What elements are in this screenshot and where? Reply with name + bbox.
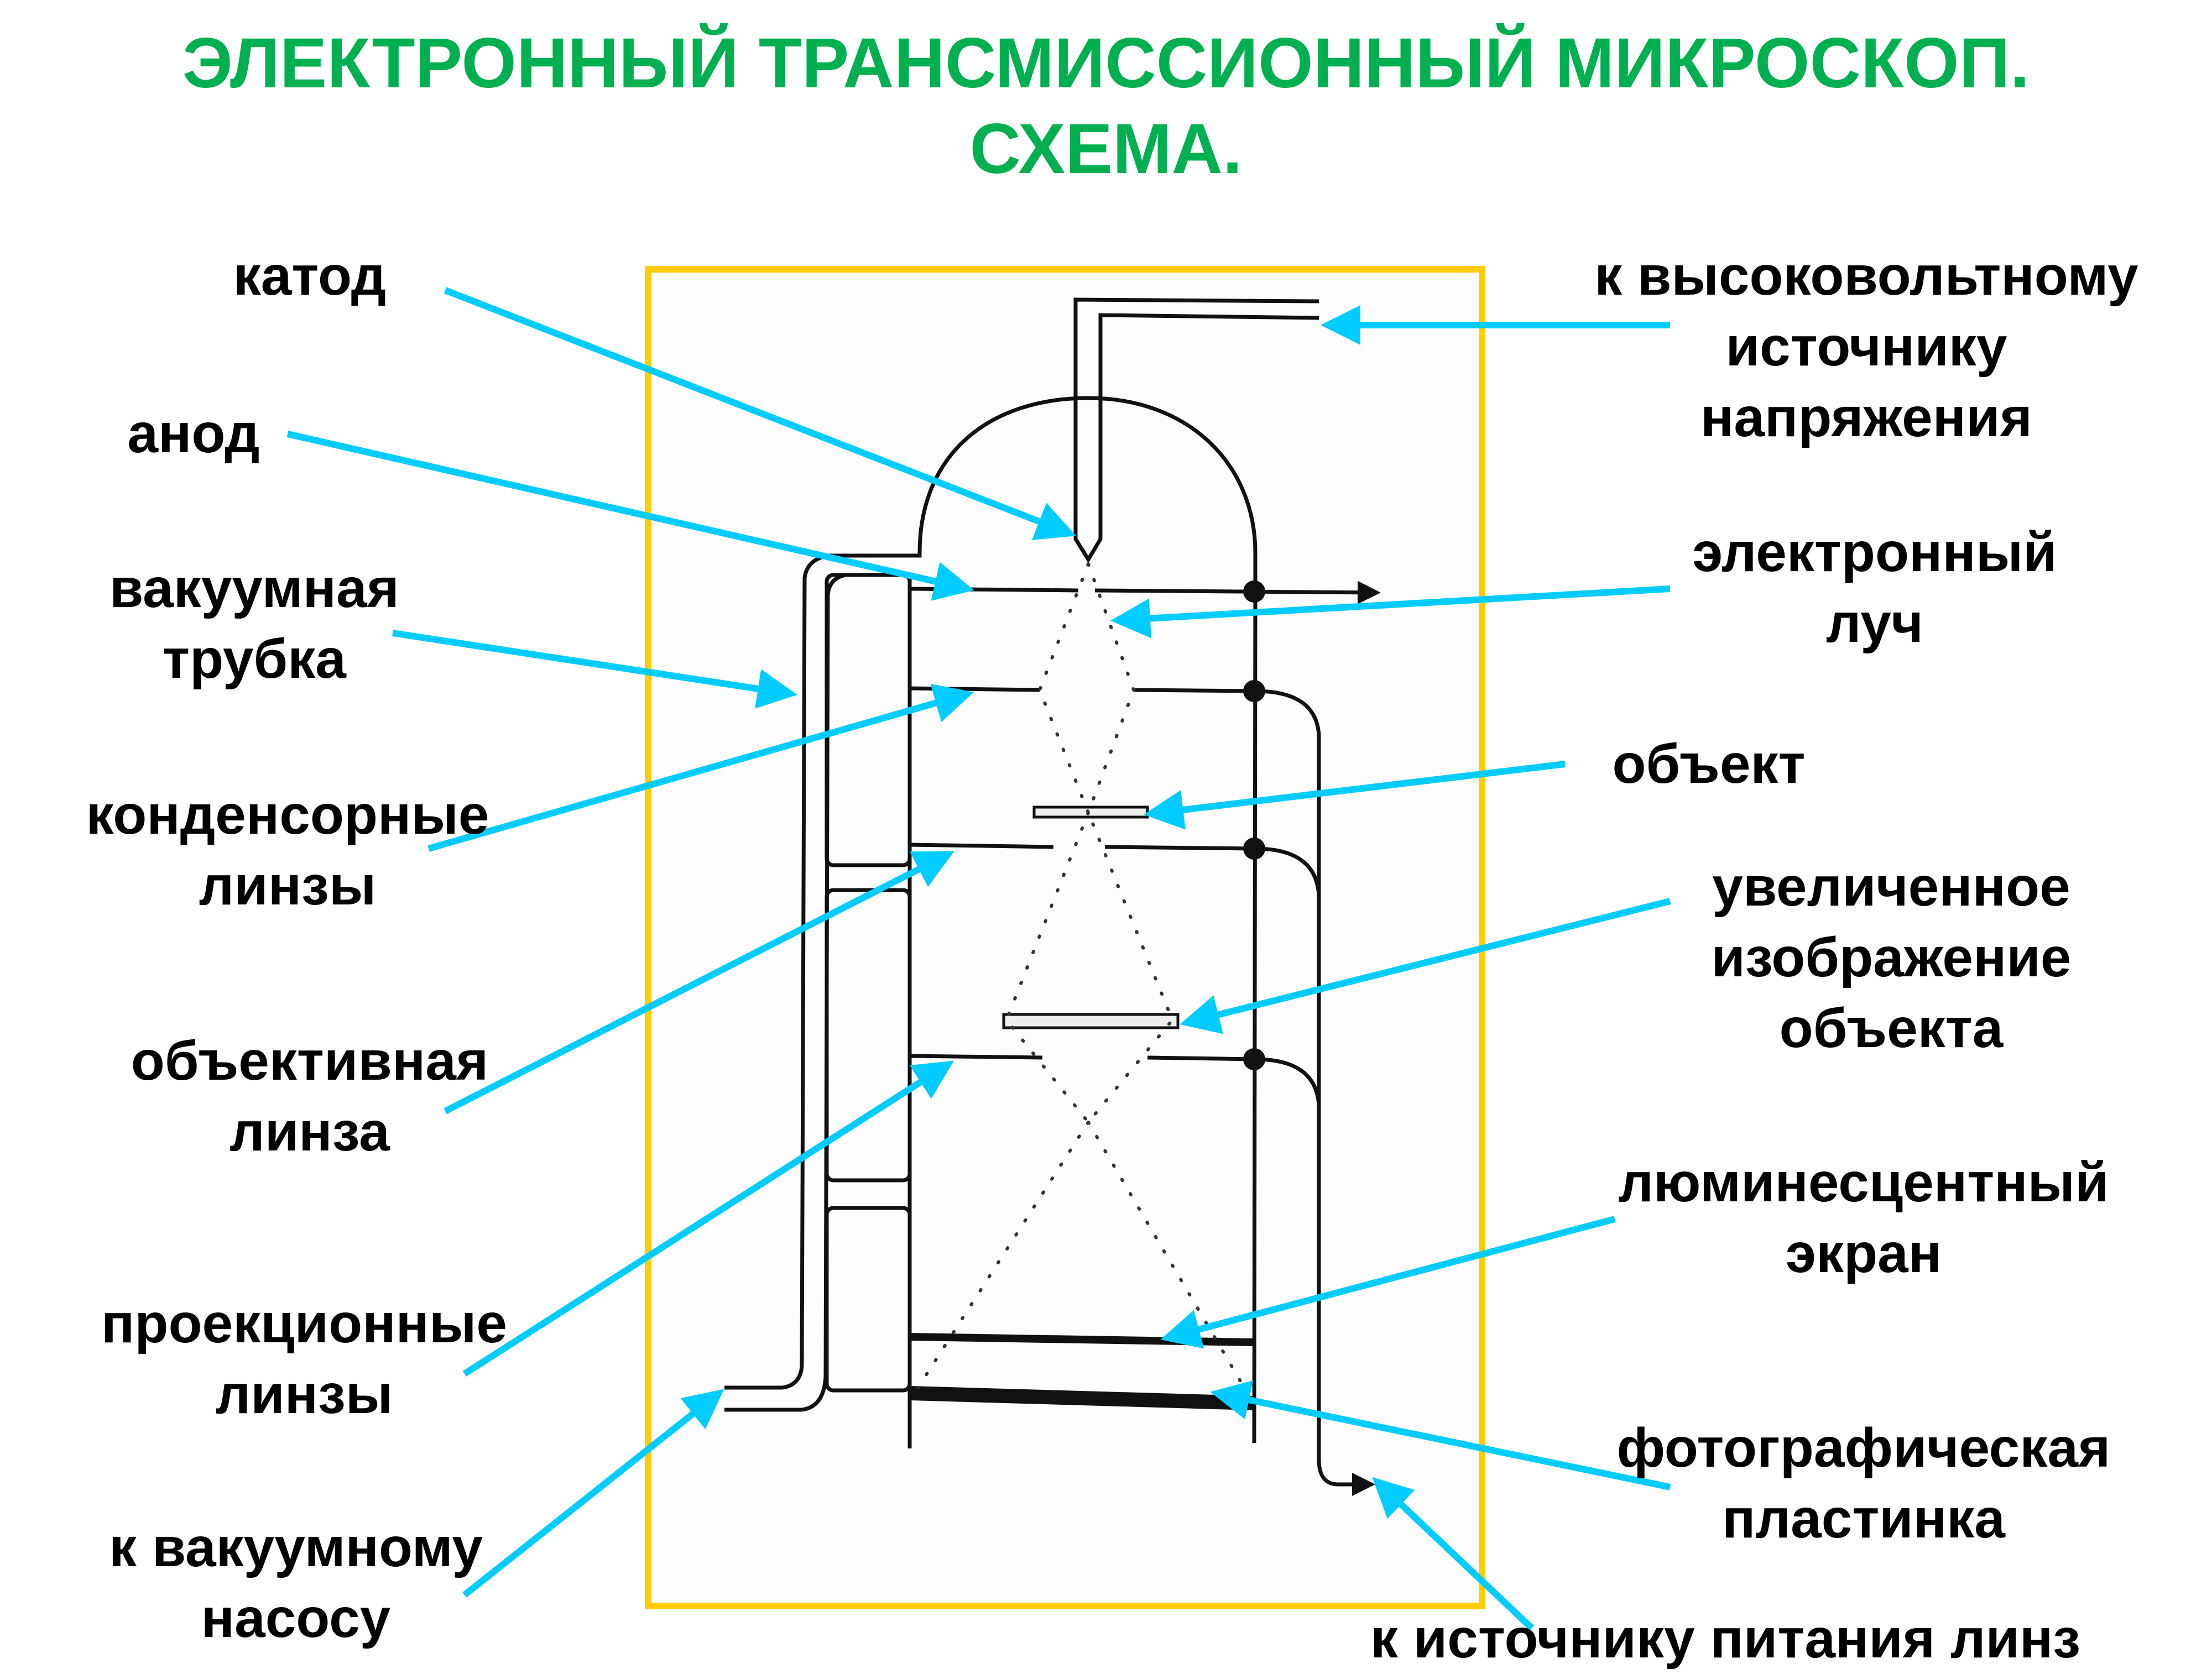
condenser-lens-right: [1133, 688, 1256, 693]
anode-plate-left: [909, 587, 1079, 593]
cathode-lead-inner: [1098, 313, 1319, 520]
label-line: насосу: [201, 1587, 391, 1649]
label-line: к высоковольтному: [1594, 245, 2138, 307]
label-projection-lenses: проекционные линзы: [66, 1288, 542, 1430]
label-objective-lens: объективная линза: [94, 1026, 525, 1167]
label-line: экран: [1785, 1222, 1942, 1284]
junction-dot: [1243, 580, 1265, 603]
side-box-1: [825, 573, 912, 867]
junction-dot: [1243, 1048, 1265, 1070]
label-line: трубка: [163, 628, 346, 690]
vacuum-dome: [917, 396, 1258, 589]
label-line: объект: [1612, 733, 1806, 795]
luminescent-screen-line: [909, 1333, 1255, 1346]
arrow-object: [1144, 761, 1566, 830]
label-line: проекционные: [101, 1293, 508, 1354]
label-line: источнику: [1725, 316, 2007, 378]
label-line: люминесцентный: [1618, 1152, 2109, 1213]
label-to-high-voltage-source: к высоковольтному источнику напряжения: [1548, 240, 2184, 453]
arrow-vacuum-pump: [462, 1389, 724, 1598]
lens-power-wire-3: [1255, 1057, 1321, 1106]
label-line: катод: [233, 245, 387, 307]
label-line: вакуумная: [109, 557, 400, 619]
label-condenser-lenses: конденсорные линзы: [55, 780, 520, 921]
junction-dots: [1243, 580, 1265, 1070]
cathode-lead-outer: [1073, 297, 1319, 520]
label-line: линза: [229, 1101, 390, 1163]
junction-dot: [1243, 680, 1265, 702]
arrow-condenser: [427, 683, 974, 852]
junction-dot: [1243, 838, 1265, 860]
electron-beam-path: [916, 562, 1246, 1389]
label-line: луч: [1826, 592, 1923, 654]
pointer-arrows: [286, 287, 1671, 1631]
label-line: увеличенное: [1712, 856, 2070, 918]
arrow-anode: [286, 431, 974, 601]
arrow-cathode: [444, 287, 1077, 540]
label-cathode: катод: [216, 240, 404, 311]
label-line: конденсорные: [86, 784, 489, 846]
label-luminescent-screen: люминесцентный экран: [1582, 1147, 2146, 1289]
label-to-lens-power-source: к источнику питания линз: [1316, 1603, 2135, 1674]
diagram-frame: [645, 266, 1485, 1609]
label-line: электронный: [1692, 521, 2057, 583]
arrow-luminescent-screen: [1160, 1216, 1616, 1349]
label-line: линзы: [199, 855, 377, 917]
arrow-magnified-image: [1180, 898, 1671, 1034]
label-line: к источнику питания линз: [1370, 1608, 2081, 1670]
lens-power-wire: [1255, 689, 1375, 1496]
label-anode: анод: [105, 398, 282, 469]
anode-plate-right: [1094, 580, 1381, 604]
projection-lens-left: [909, 1054, 1043, 1060]
label-photographic-plate: фотографическая пластинка: [1582, 1413, 2146, 1554]
object-slide: [1032, 805, 1149, 819]
label-electron-beam: электронный луч: [1653, 517, 2096, 658]
diagram-title-line1: ЭЛЕКТРОННЫЙ ТРАНСМИССИОННЫЙ МИКРОСКОП.: [182, 24, 2030, 103]
label-line: объекта: [1779, 997, 2004, 1059]
side-box-3: [825, 1206, 912, 1393]
label-line: напряжения: [1700, 386, 2032, 448]
label-object: объект: [1593, 729, 1825, 799]
side-box-2: [825, 888, 912, 1183]
label-line: фотографическая: [1616, 1417, 2111, 1479]
diagram-title-line2: СХЕМА.: [969, 109, 1243, 189]
projection-lens-right: [1147, 1055, 1256, 1061]
arrow-vacuum-tube: [392, 630, 797, 709]
label-line: линзы: [215, 1363, 393, 1425]
arrow-electron-beam: [1110, 585, 1671, 639]
photographic-plate-line: [909, 1386, 1255, 1410]
label-magnified-image: увеличенное изображение объекта: [1676, 851, 2107, 1064]
image-slide: [1002, 1013, 1180, 1029]
column-right-wall: [1252, 588, 1258, 1443]
arrow-projection: [462, 1060, 954, 1377]
arrow-lens-power: [1372, 1477, 1535, 1631]
label-to-vacuum-pump: к вакуумному насосу: [72, 1512, 520, 1654]
arrow-photographic-plate: [1210, 1380, 1671, 1490]
label-line: пластинка: [1722, 1488, 2005, 1550]
label-vacuum-tube: вакуумная трубка: [77, 553, 431, 694]
label-line: анод: [127, 402, 260, 464]
label-line: изображение: [1711, 927, 2072, 988]
label-line: объективная: [131, 1030, 489, 1092]
lens-power-wire-2: [1255, 846, 1321, 896]
label-line: к вакуумному: [109, 1516, 483, 1578]
objective-lens-left: [909, 843, 1054, 849]
arrow-objective: [444, 851, 954, 1115]
condenser-lens-left: [909, 686, 1040, 692]
objective-lens-right: [1104, 845, 1256, 851]
